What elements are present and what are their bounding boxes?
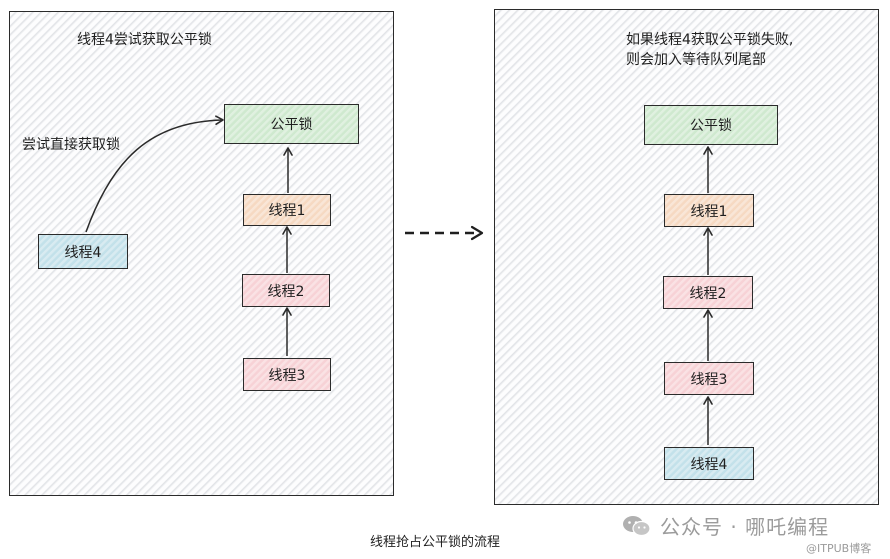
watermark-text: 公众号 · 哪吒编程 xyxy=(660,515,830,539)
thread2-label-right: 线程2 xyxy=(689,285,727,302)
wechat-icon xyxy=(623,515,651,536)
try-lock-arrow-label: 尝试直接获取锁 xyxy=(22,137,120,153)
thread3-label-left: 线程3 xyxy=(268,367,306,384)
thread2-label-left: 线程2 xyxy=(267,283,305,300)
thread4-node-left: 线程4 xyxy=(38,234,128,269)
thread3-node-left: 线程3 xyxy=(243,358,331,391)
thread1-node-right: 线程1 xyxy=(664,194,754,227)
left-panel-title: 线程4尝试获取公平锁 xyxy=(77,32,212,48)
right-panel-title-line1: 如果线程4获取公平锁失败, xyxy=(626,32,794,48)
thread2-node-left: 线程2 xyxy=(242,274,330,307)
thread4-label-right: 线程4 xyxy=(690,456,728,473)
right-panel-title-line2: 则会加入等待队列尾部 xyxy=(626,52,766,68)
thread2-node-right: 线程2 xyxy=(663,276,753,309)
thread1-label-left: 线程1 xyxy=(268,203,306,219)
thread1-label-right: 线程1 xyxy=(690,203,728,220)
thread1-node-left: 线程1 xyxy=(243,194,331,226)
watermark: 公众号 · 哪吒编程 xyxy=(622,511,829,540)
arrow-thread4-try-lock xyxy=(85,115,224,233)
fair-lock-node-left: 公平锁 xyxy=(224,104,359,144)
thread4-node-right: 线程4 xyxy=(664,447,754,480)
fair-lock-label-right: 公平锁 xyxy=(690,118,732,134)
figure-caption: 线程抢占公平锁的流程 xyxy=(370,535,501,550)
thread3-label-right: 线程3 xyxy=(690,371,728,388)
fair-lock-node-right: 公平锁 xyxy=(644,105,778,145)
fair-lock-label-left: 公平锁 xyxy=(270,117,313,133)
thread4-label-left: 线程4 xyxy=(64,244,102,261)
source-tag: @ITPUB博客 xyxy=(806,542,872,555)
left-panel xyxy=(9,11,394,496)
thread3-node-right: 线程3 xyxy=(664,362,754,395)
right-panel xyxy=(494,9,879,505)
